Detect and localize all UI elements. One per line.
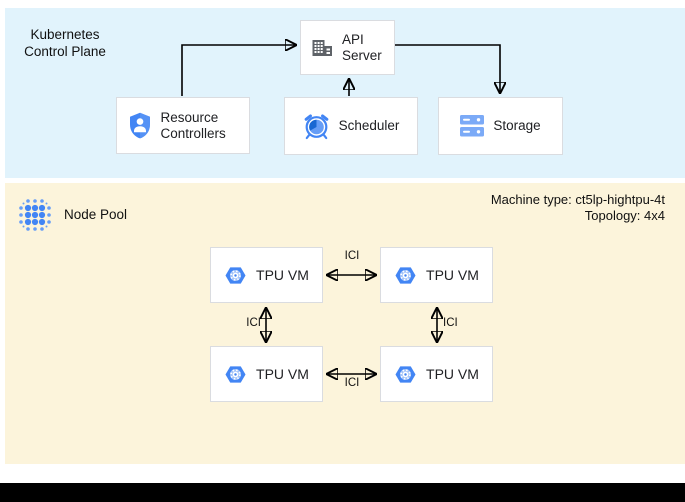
ici-label-top: ICI [344,250,360,262]
tpu-hexagon-icon [394,364,417,385]
tpu-hexagon-icon [394,265,417,286]
bottom-bar [0,483,685,502]
api-server-box: API Server [300,20,395,75]
ici-label-left: ICI [246,317,261,329]
node-pool-panel [5,183,685,464]
tpu-vm-box-top-left: TPU VM [210,247,323,303]
shield-user-icon [128,112,152,139]
control-plane-title: Kubernetes Control Plane [10,26,120,60]
tpu-vm-box-top-right: TPU VM [380,247,493,303]
storage-box: Storage [438,97,563,155]
dot-cluster-icon [16,196,54,239]
tpu-vm-label: TPU VM [256,267,309,283]
tpu-vm-label: TPU VM [426,366,479,382]
tpu-vm-label: TPU VM [426,267,479,283]
tpu-vm-label: TPU VM [256,366,309,382]
control-plane-title-line1: Kubernetes [30,27,100,42]
api-server-label: API Server [342,31,382,63]
scheduler-box: Scheduler [284,97,418,155]
tpu-vm-box-bottom-right: TPU VM [380,346,493,402]
topology-label: Topology: 4x4 [584,208,665,223]
storage-label: Storage [493,118,541,133]
tpu-vm-box-bottom-left: TPU VM [210,346,323,402]
node-pool-title: Node Pool [64,207,128,222]
scheduler-label: Scheduler [338,118,400,133]
ici-label-bottom: ICI [344,377,360,389]
resource-controllers-box: Resource Controllers [116,97,250,154]
machine-info: Machine type: ct5lp-hightpu-4t Topology:… [491,192,665,224]
alarm-clock-icon [303,113,330,140]
ici-label-right: ICI [443,317,458,329]
tpu-hexagon-icon [224,265,247,286]
control-plane-title-line2: Control Plane [24,44,106,59]
machine-type-label: Machine type: ct5lp-hightpu-4t [490,192,665,207]
building-icon [311,37,333,59]
resource-controllers-label: Resource Controllers [160,109,226,141]
server-stack-icon [460,115,485,137]
tpu-hexagon-icon [224,364,247,385]
